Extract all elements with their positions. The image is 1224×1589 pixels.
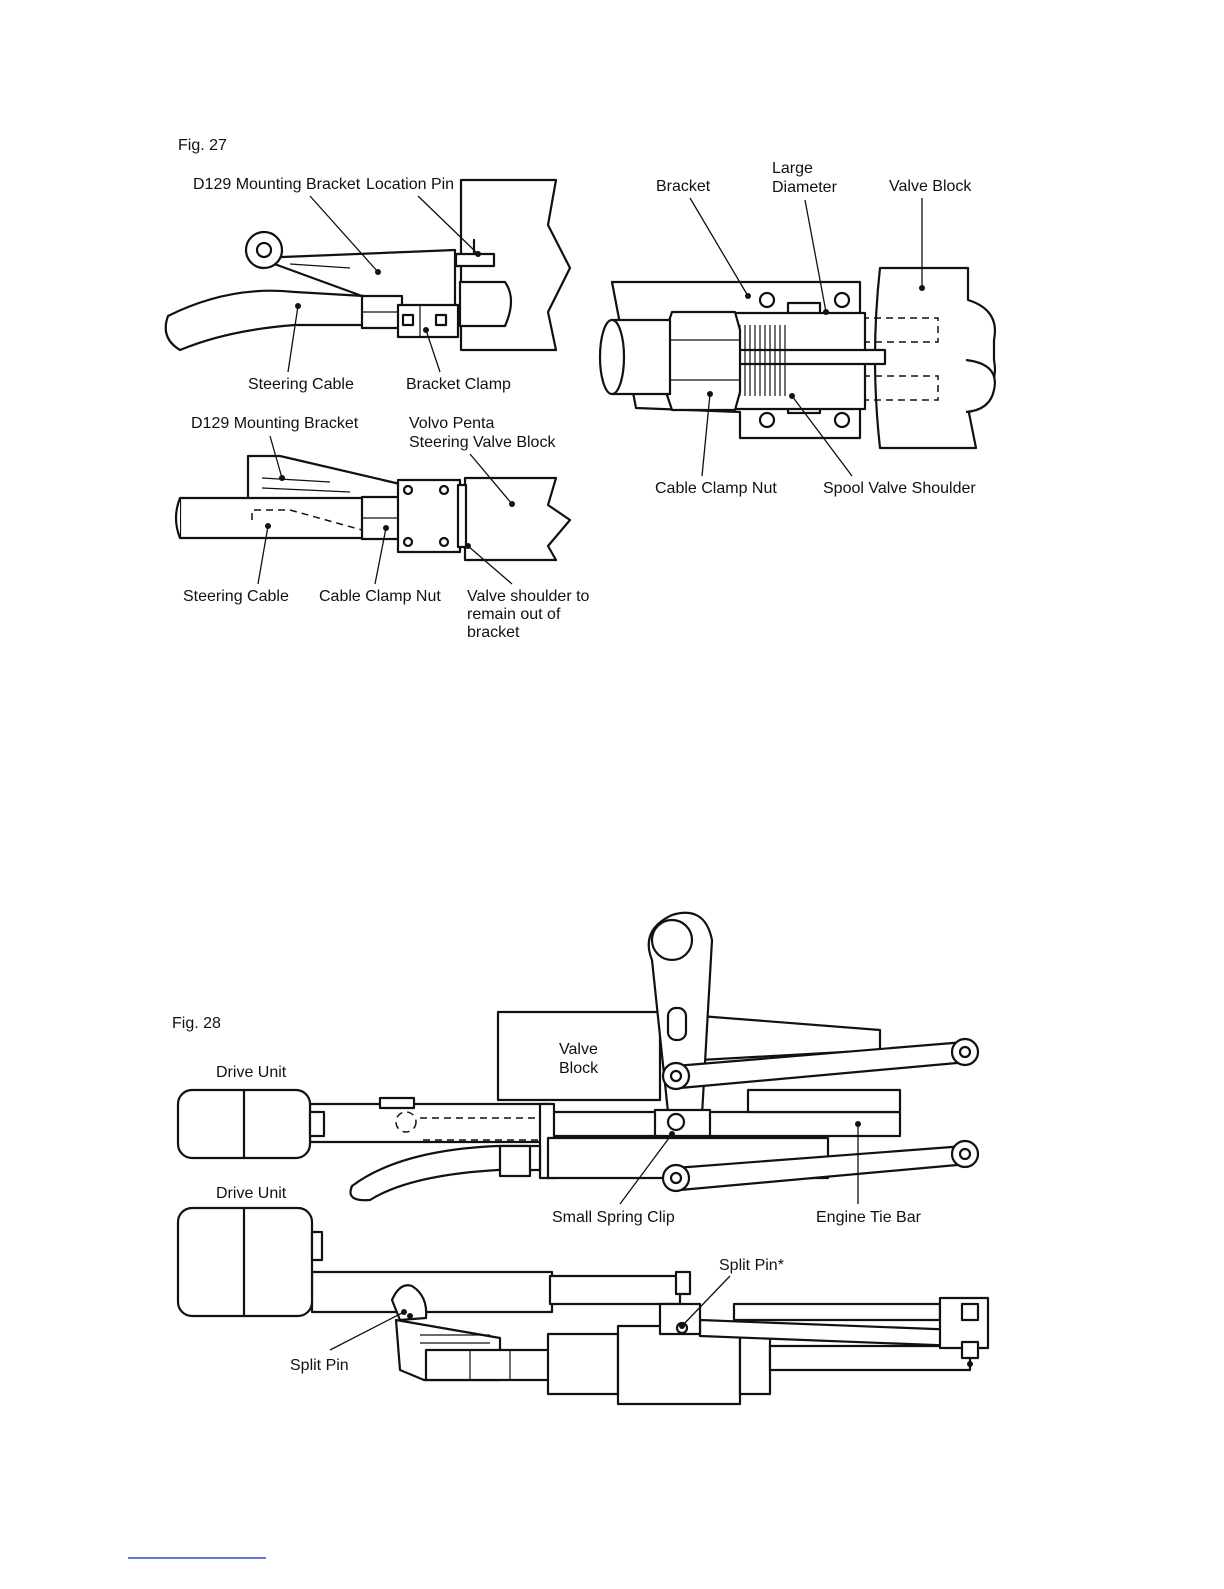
label-cable-clamp-nut-bottom: Cable Clamp Nut (319, 588, 441, 605)
fig27-caption: Fig. 27 (178, 137, 227, 154)
drive-rod-shape (308, 1102, 552, 1144)
label-bracket: Bracket (656, 178, 711, 195)
clamp-assembly-shape (424, 1348, 552, 1382)
label-valve-line1: Valve (559, 1041, 598, 1058)
label-valve-shoulder-line2: remain out of (467, 606, 561, 623)
tie-bar-bottom-shape (732, 1302, 942, 1322)
label-small-spring-clip: Small Spring Clip (552, 1209, 675, 1226)
cable-clamp-nut-right-shape (664, 310, 742, 412)
label-block-line2: Block (559, 1060, 599, 1077)
label-spool-valve-shoulder: Spool Valve Shoulder (823, 480, 976, 497)
label-d129-mounting-bracket-bottom: D129 Mounting Bracket (191, 415, 359, 432)
label-d129-mounting-bracket-top: D129 Mounting Bracket (193, 176, 361, 193)
valve-shaft-shape (458, 280, 513, 328)
thread-lines (739, 325, 786, 396)
drive-arm-bottom-shape (310, 1270, 554, 1314)
cable-top-shape (349, 1144, 542, 1202)
label-split-pin: Split Pin (290, 1357, 349, 1374)
label-engine-tie-bar: Engine Tie Bar (816, 1209, 922, 1226)
fig27-top-left-drawing (164, 178, 572, 352)
fig27-bottom-left-drawing (174, 454, 572, 562)
label-volvo-penta-line1: Volvo Penta (409, 415, 495, 432)
split-pin-bracket-shape (390, 1284, 428, 1322)
fig28-bottom-drawing (176, 1206, 990, 1406)
label-valve-shoulder-line1: Valve shoulder to (467, 588, 590, 605)
fig28-top-drawing (176, 911, 980, 1202)
label-valve-shoulder-line3: bracket (467, 624, 520, 641)
location-pin-shape (454, 252, 496, 268)
label-large-line2: Diameter (772, 179, 838, 196)
valve-block-box-shape (496, 1010, 662, 1102)
label-split-pin-star: Split Pin* (719, 1257, 784, 1274)
label-steering-cable-bottom: Steering Cable (183, 588, 289, 605)
label-cable-clamp-nut-right: Cable Clamp Nut (655, 480, 777, 497)
label-location-pin: Location Pin (366, 176, 454, 193)
label-drive-unit-bottom: Drive Unit (216, 1185, 287, 1202)
engine-tie-bar-shape (704, 1110, 902, 1138)
label-volvo-penta-line2: Steering Valve Block (409, 434, 556, 451)
label-valve-block-right: Valve Block (889, 178, 972, 195)
valve-block-right-shape (873, 266, 997, 450)
label-drive-unit-top: Drive Unit (216, 1064, 287, 1081)
valve-cylinder-a-shape (546, 1332, 620, 1396)
steering-valve-block-shape (463, 476, 572, 562)
valve-cylinder-b-shape (616, 1324, 742, 1406)
label-large-line1: Large (772, 160, 813, 177)
fig27-right-drawing (598, 266, 997, 450)
label-steering-cable-top: Steering Cable (248, 376, 354, 393)
steering-cable-shape (164, 289, 366, 352)
fig28-caption: Fig. 28 (172, 1015, 221, 1032)
label-bracket-clamp: Bracket Clamp (406, 376, 511, 393)
steering-cable-bottom-shape (178, 496, 367, 540)
